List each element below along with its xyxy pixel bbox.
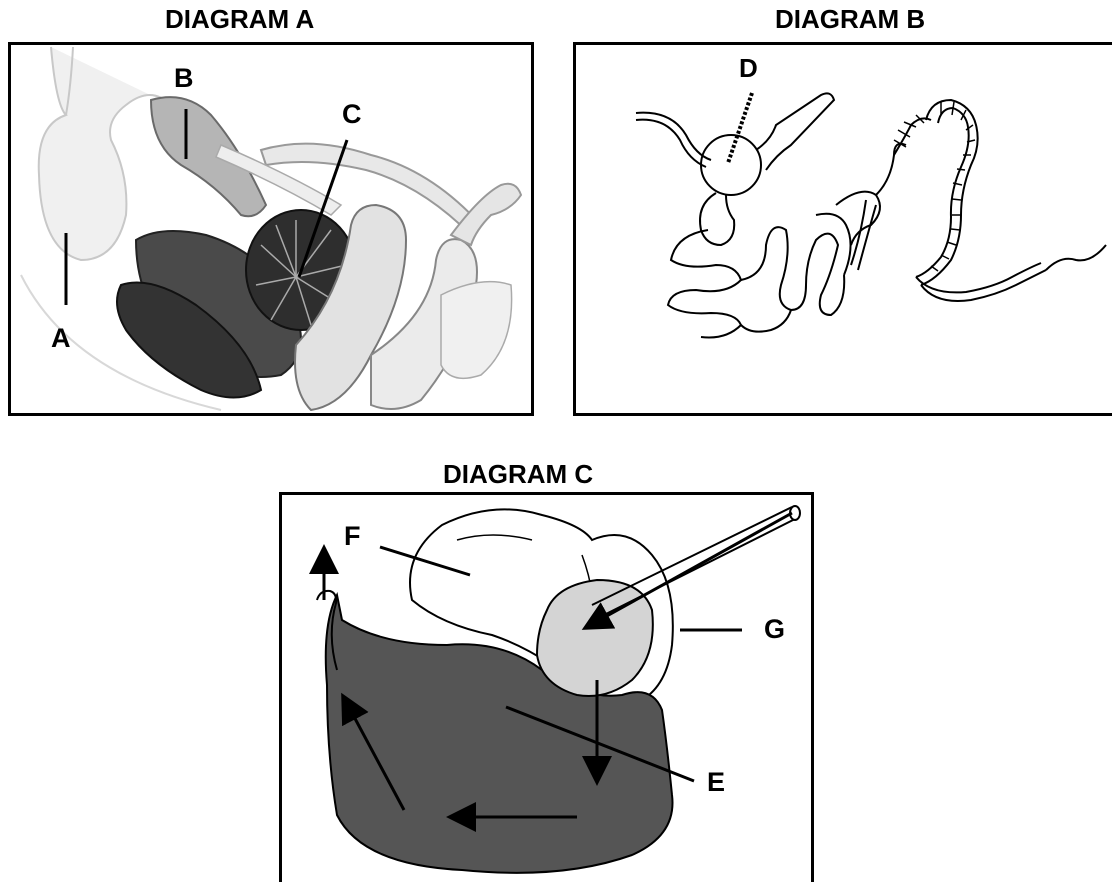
diagram-a-panel: A B C	[8, 42, 534, 416]
diagram-b-panel: D	[573, 42, 1112, 416]
label-g: G	[764, 616, 785, 643]
label-c: C	[342, 101, 362, 128]
diagram-c-title: DIAGRAM C	[443, 459, 593, 490]
diagram-a-title: DIAGRAM A	[165, 4, 314, 35]
label-f: F	[344, 523, 361, 550]
label-b: B	[174, 65, 194, 92]
diagram-b-drawing	[576, 45, 1112, 416]
label-e: E	[707, 769, 725, 796]
label-d: D	[739, 55, 758, 81]
diagram-a-drawing	[11, 45, 534, 416]
diagram-c-drawing	[282, 495, 814, 882]
diagram-b-title: DIAGRAM B	[775, 4, 925, 35]
label-a: A	[51, 325, 71, 352]
diagram-c-panel: F G E	[279, 492, 814, 882]
